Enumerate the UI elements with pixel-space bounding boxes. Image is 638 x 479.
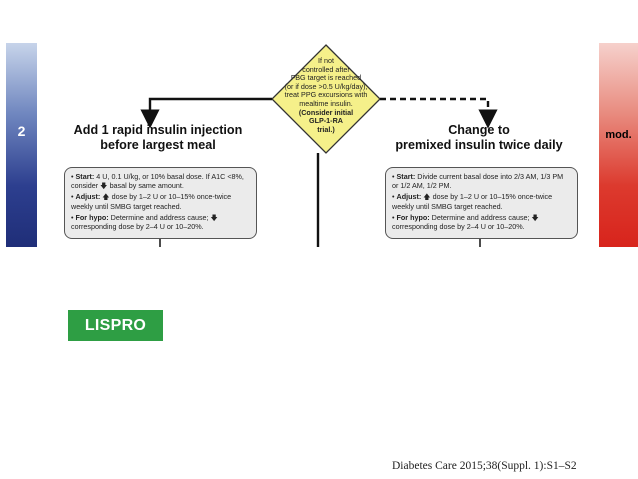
decision-line: treat PPG excursions with: [284, 90, 368, 100]
decision-line: FBG target is reached: [290, 73, 362, 83]
hypo-instruction: • For hypo: Determine and address cause;…: [71, 212, 218, 232]
lispro-badge: LISPRO: [68, 310, 163, 341]
decision-line: mealtime insulin.: [299, 98, 353, 108]
hypo-text-2: corresponding dose by 2–4 U or 10–20%.: [392, 222, 525, 232]
hypo-text-2: corresponding dose by 2–4 U or 10–20%.: [71, 222, 204, 232]
heading-line: Add 1 rapid insulin injection: [73, 123, 243, 137]
left-option-details: • Start: 4 U, 0.1 U/kg, or 10% basal dos…: [64, 167, 257, 239]
adjust-label: Adjust:: [396, 192, 422, 202]
decision-diamond: [271, 44, 381, 154]
start-label: Start:: [396, 172, 416, 181]
left-option-heading: Add 1 rapid insulin injection before lar…: [58, 123, 258, 153]
decision-line: (or if dose >0.5 U/kg/day),: [284, 81, 368, 91]
decision-text: If not controlled after FBG target is re…: [278, 56, 374, 134]
left-complexity-bar: [6, 43, 37, 247]
start-text-2: basal by same amount.: [109, 181, 184, 191]
start-label: Start:: [75, 172, 95, 181]
start-text: 4 U, 0.1 U/kg, or 10% basal dose. If A1C…: [71, 172, 244, 191]
arrow-to-left-option: [140, 97, 272, 129]
right-complexity-bar: [599, 43, 638, 247]
heading-line: premixed insulin twice daily: [395, 138, 563, 152]
left-step-number: 2: [17, 123, 26, 139]
adjust-text: dose by 1–2 U or 10–15% once-twice weekl…: [392, 192, 553, 211]
arrow-up-icon: 🡅: [423, 192, 431, 202]
heading-line: Change to: [448, 123, 510, 137]
dashed-arrow-to-right-option: [380, 97, 498, 129]
citation-text: Diabetes Care 2015;38(Suppl. 1):S1–S2: [392, 460, 577, 472]
flow-connectors: [140, 44, 498, 247]
arrow-down-icon: 🡇: [210, 212, 218, 222]
decision-line: If not: [318, 56, 334, 65]
right-option-details: • Start: Divide current basal dose into …: [385, 167, 578, 239]
start-instruction: • Start: Divide current basal dose into …: [392, 172, 564, 191]
hypo-text: Determine and address cause;: [110, 212, 209, 222]
hypo-text: Determine and address cause;: [431, 212, 530, 222]
start-text: Divide current basal dose into 2/3 AM, 1…: [392, 172, 564, 191]
adjust-instruction: • Adjust: 🡅 dose by 1–2 U or 10–15% once…: [392, 192, 553, 211]
right-option-heading: Change to premixed insulin twice daily: [374, 123, 584, 153]
right-complexity-label: mod.: [605, 129, 632, 141]
hypo-label: For hypo:: [75, 212, 109, 222]
decision-line: GLP-1-RA: [309, 116, 343, 126]
heading-line: before largest meal: [100, 138, 216, 152]
treatment-algorithm-figure: 2 mod. If not controlled after FBG targe…: [0, 43, 638, 247]
hypo-label: For hypo:: [396, 212, 430, 222]
decision-line: (Consider initial: [298, 107, 354, 117]
hypo-instruction: • For hypo: Determine and address cause;…: [392, 212, 539, 232]
adjust-label: Adjust:: [75, 192, 101, 202]
adjust-instruction: • Adjust: 🡅 dose by 1–2 U or 10–15% once…: [71, 192, 232, 211]
arrow-down-icon: 🡇: [531, 212, 539, 222]
decision-line: controlled after: [302, 64, 350, 74]
arrow-down-icon: 🡇: [100, 181, 108, 191]
arrow-up-icon: 🡅: [102, 192, 110, 202]
start-instruction: • Start: 4 U, 0.1 U/kg, or 10% basal dos…: [71, 172, 244, 191]
decision-line: trial.): [317, 124, 335, 134]
adjust-text: dose by 1–2 U or 10–15% once-twice weekl…: [71, 192, 232, 211]
